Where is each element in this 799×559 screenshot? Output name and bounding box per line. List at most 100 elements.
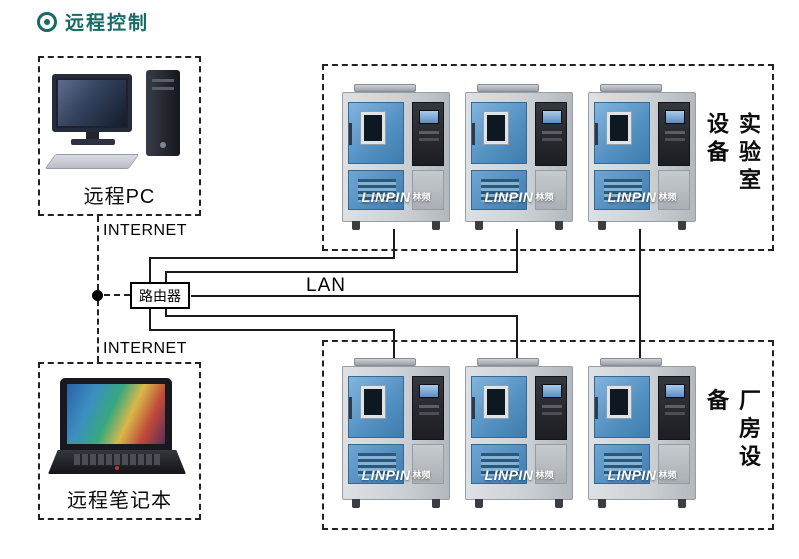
- brand-cn: 林频: [412, 192, 431, 202]
- laptop-keyboard: [74, 454, 160, 465]
- chamber-lower-door: [594, 444, 650, 484]
- chamber-door: [348, 376, 404, 438]
- factory-group-label: 厂房设备: [704, 388, 761, 473]
- chamber-lower-door: [471, 170, 527, 210]
- brand-name: LINPIN: [607, 467, 657, 483]
- chamber-display: [665, 384, 685, 398]
- chamber-display: [542, 110, 562, 124]
- chamber-door-handle: [349, 123, 352, 145]
- internet-label-top: INTERNET: [103, 222, 187, 239]
- internet-link-bottom: [97, 300, 99, 362]
- internet-link-top: [97, 216, 99, 290]
- pc-tower-bay: [152, 79, 174, 82]
- chamber-window: [361, 386, 385, 418]
- chamber-window: [484, 112, 508, 144]
- chamber-display: [419, 384, 439, 398]
- chamber-caster: [432, 499, 440, 508]
- pc-monitor-base: [71, 139, 115, 145]
- brand-name: LINPIN: [484, 467, 534, 483]
- chamber-caster: [678, 221, 686, 230]
- chamber-control-panel: [535, 376, 567, 440]
- chamber-caster: [555, 499, 563, 508]
- chamber-buttons: [665, 412, 685, 415]
- chamber-buttons: [542, 131, 562, 134]
- chamber-lifting-beam: [354, 84, 416, 92]
- chamber-caster: [678, 499, 686, 508]
- network-node-dot: [92, 290, 103, 301]
- internet-to-router-link: [104, 294, 130, 296]
- laptop-screen: [60, 378, 172, 450]
- chamber-door: [471, 376, 527, 438]
- chamber-door-handle: [472, 123, 475, 145]
- chamber-display: [419, 110, 439, 124]
- chamber-lower-door: [348, 170, 404, 210]
- chamber-lifting-beam: [477, 358, 539, 366]
- pc-tower: [146, 70, 180, 156]
- chamber-caster: [352, 221, 360, 230]
- chamber-buttons: [665, 131, 685, 134]
- chamber-display: [542, 384, 562, 398]
- chamber-caster: [598, 499, 606, 508]
- chamber-lifting-beam: [354, 358, 416, 366]
- brand-cn: 林频: [412, 470, 431, 480]
- chamber-door: [348, 102, 404, 164]
- chamber-buttons: [419, 131, 439, 134]
- laptop-illustration: [40, 364, 199, 490]
- chamber-display: [665, 110, 685, 124]
- chamber-vent: [481, 453, 519, 476]
- brand-name: LINPIN: [484, 189, 534, 205]
- brand-cn: 林频: [658, 470, 677, 480]
- remote-laptop-box: 远程笔记本: [38, 362, 201, 520]
- remote-control-icon: [37, 11, 57, 32]
- pc-monitor-neck: [86, 132, 99, 139]
- chamber-vent: [604, 453, 642, 476]
- chamber-lifting-beam: [477, 84, 539, 92]
- lab-group-label: 实验室设备: [704, 111, 761, 196]
- chamber-window: [361, 112, 385, 144]
- chamber-lower-panel: [535, 170, 567, 210]
- chamber-buttons: [542, 138, 562, 141]
- pc-tower-bay: [152, 87, 174, 90]
- chamber-caster: [555, 221, 563, 230]
- desktop-computer-illustration: [40, 58, 199, 184]
- chamber-door: [594, 376, 650, 438]
- pc-monitor: [52, 74, 132, 132]
- laptop-trackpoint: [115, 466, 119, 470]
- chamber-lower-door: [594, 170, 650, 210]
- chamber-door: [594, 102, 650, 164]
- chamber-vent: [481, 179, 519, 202]
- chamber-buttons: [419, 138, 439, 141]
- chamber-lower-panel: [412, 170, 444, 210]
- chamber-buttons: [419, 405, 439, 408]
- chamber-door-handle: [472, 397, 475, 419]
- remote-laptop-label: 远程笔记本: [67, 490, 172, 512]
- chamber-door-handle: [595, 397, 598, 419]
- chamber-vent: [604, 179, 642, 202]
- chamber-buttons: [665, 138, 685, 141]
- page-header: 远程控制: [36, 8, 149, 35]
- chamber-window: [484, 386, 508, 418]
- chamber-lower-panel: [658, 444, 690, 484]
- chamber-vent: [358, 453, 396, 476]
- chamber-window: [607, 112, 631, 144]
- chamber-buttons: [542, 405, 562, 408]
- chamber-caster: [475, 499, 483, 508]
- chamber-caster: [352, 499, 360, 508]
- brand-cn: 林频: [535, 192, 554, 202]
